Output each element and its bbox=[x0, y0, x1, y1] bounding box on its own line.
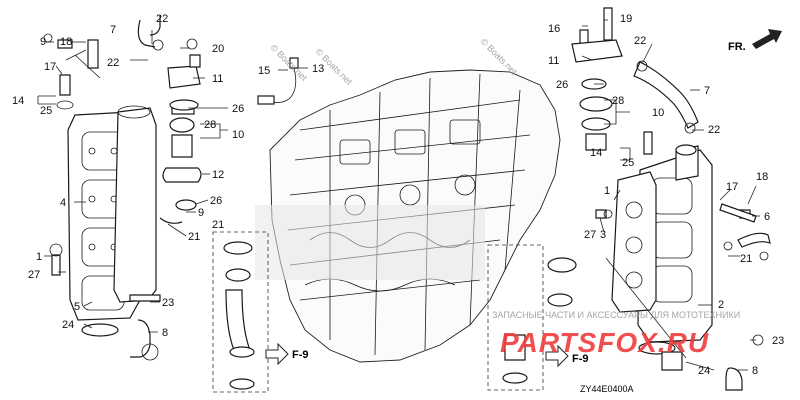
reference-label-right: F-9 bbox=[572, 353, 589, 365]
left-small-parts bbox=[43, 33, 161, 361]
reference-arrow-left: F-9 bbox=[265, 342, 309, 366]
callout-18: 18 bbox=[60, 36, 72, 48]
callouts-left: 9 18 17 14 25 4 1 27 5 24 8 23 7 22 22 2… bbox=[12, 13, 324, 339]
callouts-right: 16 19 11 22 26 28 10 7 22 14 25 1 27 3 1… bbox=[548, 13, 784, 377]
engine-block bbox=[255, 69, 561, 363]
callout-28-right: 28 bbox=[612, 95, 624, 107]
callout-22-left: 22 bbox=[107, 57, 119, 69]
front-direction-indicator: FR. bbox=[728, 29, 782, 53]
callout-23-left: 23 bbox=[162, 297, 174, 309]
callout-7-right: 7 bbox=[704, 85, 710, 97]
callout-26-left-top: 26 bbox=[232, 103, 244, 115]
callout-21-left: 21 bbox=[212, 219, 224, 231]
watermark-site-1: © Boats.net bbox=[269, 42, 310, 83]
callout-20: 20 bbox=[212, 43, 224, 55]
front-label: FR. bbox=[728, 41, 746, 53]
callout-10-right: 10 bbox=[652, 107, 664, 119]
callout-3: 3 bbox=[600, 229, 606, 241]
callout-9: 9 bbox=[40, 36, 46, 48]
callout-9-left: 9 bbox=[198, 207, 204, 219]
callout-7-left: 7 bbox=[110, 24, 116, 36]
center-hose-left bbox=[212, 231, 269, 393]
callout-6: 6 bbox=[764, 211, 770, 223]
callout-24-right: 24 bbox=[698, 365, 710, 377]
figure-code: ZY44E0400A bbox=[580, 384, 634, 394]
callout-5: 5 bbox=[74, 301, 80, 313]
callout-22-left-top: 22 bbox=[156, 13, 168, 25]
reference-arrow-right: F-9 bbox=[545, 344, 589, 368]
callout-27-left: 27 bbox=[28, 269, 40, 281]
callout-14-right: 14 bbox=[590, 147, 602, 159]
callout-8-right: 8 bbox=[752, 365, 758, 377]
callout-16: 16 bbox=[548, 23, 560, 35]
callout-11-right: 11 bbox=[548, 55, 559, 67]
callout-17-right: 17 bbox=[726, 181, 738, 193]
callout-27-right: 27 bbox=[584, 229, 596, 241]
callout-18-right: 18 bbox=[756, 171, 768, 183]
callout-17: 17 bbox=[44, 61, 56, 73]
callout-24-left: 24 bbox=[62, 319, 74, 331]
callout-26-left: 26 bbox=[210, 195, 222, 207]
watermark-logo: PARTSFOX.RU bbox=[500, 327, 709, 358]
callout-15: 15 bbox=[258, 65, 270, 77]
callout-21-left-low: 21 bbox=[188, 231, 200, 243]
callout-28-left: 28 bbox=[204, 119, 216, 131]
leader-lines bbox=[37, 19, 760, 371]
right-bypass-hose bbox=[723, 232, 771, 261]
center-hose-right bbox=[487, 244, 577, 391]
callout-10-left: 10 bbox=[232, 129, 244, 141]
callout-1-left: 1 bbox=[36, 251, 42, 263]
callout-25-right: 25 bbox=[622, 157, 634, 169]
callout-11-left: 11 bbox=[212, 73, 223, 85]
callout-1-right: 1 bbox=[604, 185, 610, 197]
callout-22-right: 22 bbox=[708, 124, 720, 136]
right-thermostat-housing bbox=[675, 144, 699, 181]
reference-label-left: F-9 bbox=[292, 349, 309, 361]
callout-8-left: 8 bbox=[162, 327, 168, 339]
callout-13: 13 bbox=[312, 63, 324, 75]
left-hose bbox=[137, 15, 202, 224]
watermark-store-text: ЗАПАСНЫЕ ЧАСТИ И АКСЕССУАРЫ ДЛЯ МОТОТЕХН… bbox=[492, 310, 740, 320]
callout-23-right: 23 bbox=[772, 335, 784, 347]
callout-19: 19 bbox=[620, 13, 632, 25]
callout-12: 12 bbox=[212, 169, 224, 181]
right-gasket bbox=[611, 171, 657, 313]
callout-2: 2 bbox=[718, 299, 724, 311]
callout-14: 14 bbox=[12, 95, 24, 107]
callout-25-left: 25 bbox=[40, 105, 52, 117]
callout-21-right: 21 bbox=[740, 253, 752, 265]
right-hose bbox=[633, 60, 699, 134]
callout-26-right: 26 bbox=[556, 79, 568, 91]
callout-4: 4 bbox=[60, 197, 66, 209]
right-small-parts bbox=[571, 7, 764, 391]
left-thermostat-housing bbox=[113, 105, 157, 303]
callout-22-right-top: 22 bbox=[634, 35, 646, 47]
